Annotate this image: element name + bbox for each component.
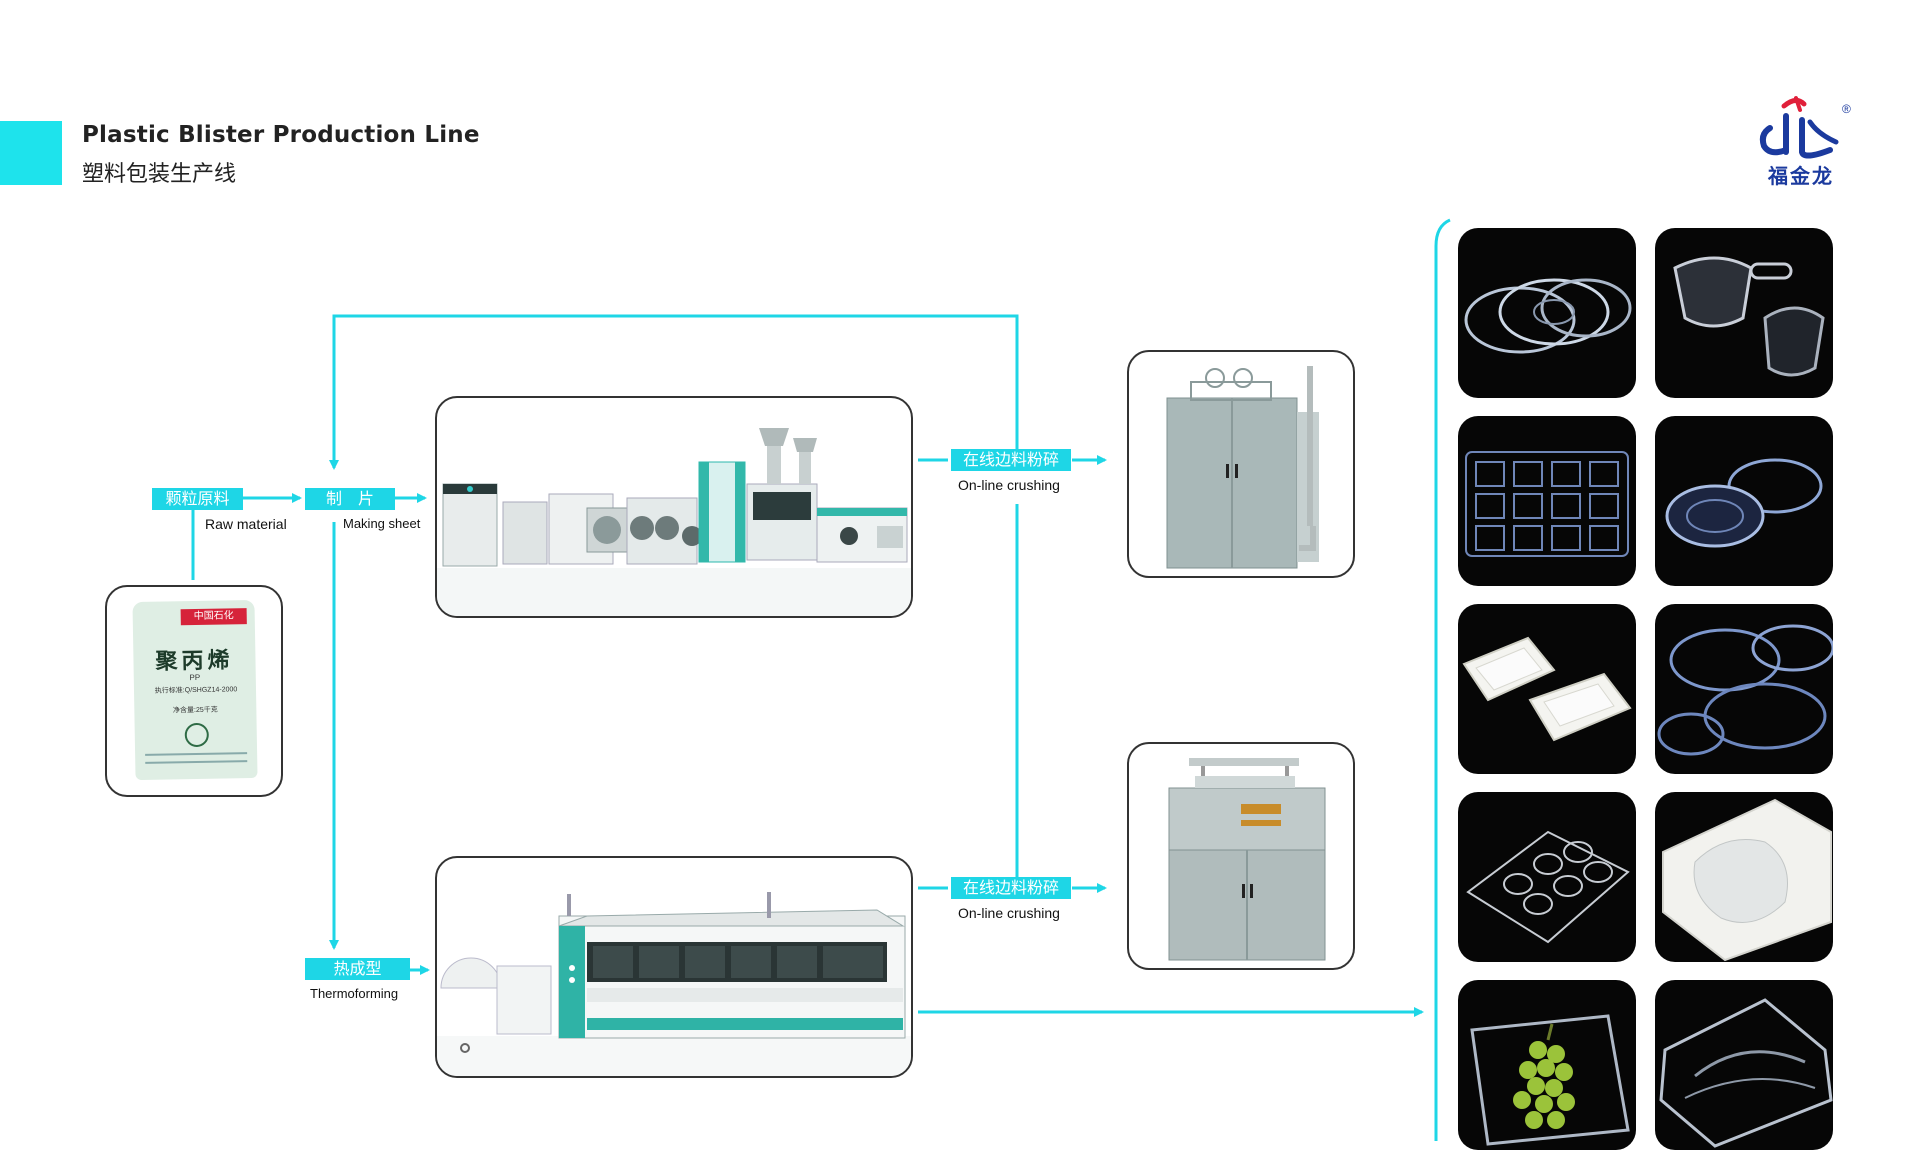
crusher-machine-icon bbox=[1168, 758, 1326, 961]
bag-net-weight: 净含量:25千克 bbox=[172, 706, 218, 715]
crusher-bottom-frame bbox=[1127, 742, 1355, 970]
page-subtitle: 塑料包装生产线 bbox=[82, 162, 237, 187]
hinged-bowl-icon bbox=[1665, 458, 1823, 548]
brand-logo-icon bbox=[1759, 96, 1839, 159]
clamshell-box-icon bbox=[1659, 998, 1833, 1148]
crusher-top-frame bbox=[1127, 350, 1355, 578]
compartment-tray-icon bbox=[1465, 451, 1629, 557]
round-lids-icon bbox=[1464, 278, 1632, 354]
product-thumb bbox=[1458, 792, 1636, 962]
crusher-machine-icon bbox=[1166, 366, 1319, 569]
bag-grade: PP bbox=[189, 672, 201, 683]
bag-emblem-icon bbox=[184, 722, 209, 748]
product-thumb bbox=[1458, 228, 1636, 398]
clear-plates-icon bbox=[1657, 624, 1833, 756]
bag-print-line bbox=[145, 752, 248, 756]
label-crushing-bottom: On-line crushing bbox=[958, 905, 1060, 921]
page-title: Plastic Blister Production Line bbox=[82, 122, 480, 148]
label-making-sheet: Making sheet bbox=[343, 516, 421, 531]
sauce-cups-icon bbox=[1673, 256, 1825, 377]
registered-mark: ® bbox=[1842, 102, 1851, 116]
bag-brand-label: 中国石化 bbox=[180, 608, 247, 626]
raw-material-frame: 中国石化 聚丙烯 PP 执行标准:Q/SHGZ14-2000 净含量:25千克 bbox=[105, 585, 283, 797]
product-thumb bbox=[1655, 416, 1833, 586]
resin-bag-icon: 中国石化 聚丙烯 PP 执行标准:Q/SHGZ14-2000 净含量:25千克 bbox=[132, 599, 258, 781]
sheet-extrusion-line-icon bbox=[437, 428, 911, 616]
product-thumb bbox=[1655, 792, 1833, 962]
thermoforming-machine-icon bbox=[437, 892, 911, 1076]
product-thumb bbox=[1655, 604, 1833, 774]
product-thumb bbox=[1458, 604, 1636, 774]
white-insert-tray-icon bbox=[1662, 798, 1832, 962]
arrow-recycle-loop bbox=[329, 314, 1019, 470]
product-thumb bbox=[1655, 980, 1833, 1150]
bag-product-name: 聚丙烯 bbox=[155, 648, 234, 675]
accent-bar bbox=[0, 121, 62, 185]
extruder-frame bbox=[435, 396, 913, 618]
product-thumb bbox=[1458, 416, 1636, 586]
label-raw-material: Raw material bbox=[205, 516, 287, 532]
tag-raw-material: 颗粒原料 bbox=[152, 488, 243, 510]
egg-tray-icon bbox=[1466, 830, 1630, 944]
product-thumb bbox=[1655, 228, 1833, 398]
tag-crushing-top: 在线边料粉碎 bbox=[951, 449, 1071, 471]
thermoformer-frame bbox=[435, 856, 913, 1078]
products-bracket bbox=[1434, 218, 1451, 1141]
tag-making-sheet: 制 片 bbox=[305, 488, 395, 510]
tag-crushing-bottom: 在线边料粉碎 bbox=[951, 877, 1071, 899]
label-crushing-top: On-line crushing bbox=[958, 477, 1060, 493]
product-thumb bbox=[1458, 980, 1636, 1150]
label-thermoforming: Thermoforming bbox=[310, 986, 399, 1001]
grape-box-icon bbox=[1470, 1014, 1630, 1146]
tag-thermoforming: 热成型 bbox=[305, 958, 410, 980]
brand-name: 福金龙 bbox=[1768, 164, 1834, 188]
bag-print-line bbox=[145, 760, 248, 764]
white-food-tray-icon bbox=[1462, 636, 1632, 742]
bag-standard: 执行标准:Q/SHGZ14-2000 bbox=[154, 686, 238, 695]
